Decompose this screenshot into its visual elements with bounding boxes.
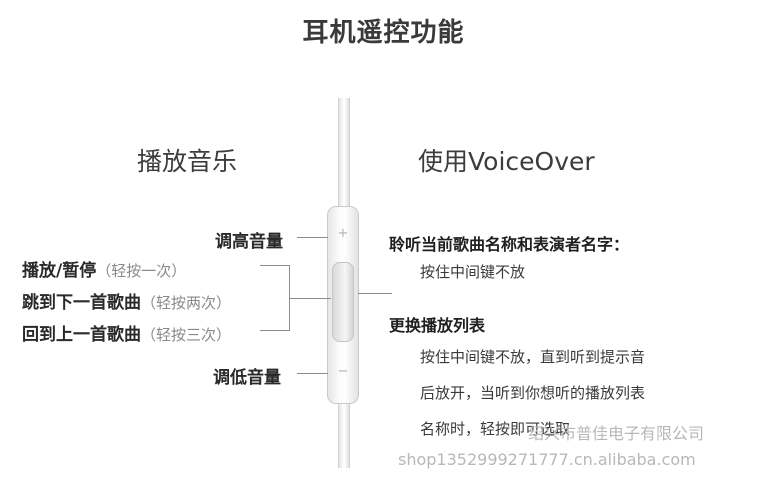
volume-down-leader-line	[297, 373, 328, 374]
bracket-top-line	[260, 265, 289, 266]
next-track-hint: （轻按两次）	[141, 294, 232, 312]
center-button-leader-line	[358, 293, 392, 294]
next-track-text: 跳到下一首歌曲	[22, 293, 141, 313]
voiceover-item1-desc: 按住中间键不放	[420, 263, 526, 281]
watermark-shop-url: shop1352999271777.cn.alibaba.com	[398, 450, 696, 469]
prev-track-label: 回到上一首歌曲（轻按三次）	[22, 320, 231, 345]
play-pause-hint: （轻按一次）	[96, 262, 187, 280]
bracket-connector-line	[289, 298, 331, 299]
watermark-company: 绍兴市普佳电子有限公司	[528, 424, 705, 443]
next-track-label: 跳到下一首歌曲（轻按两次）	[22, 288, 231, 313]
play-music-heading: 播放音乐	[137, 147, 238, 176]
volume-up-leader-line	[297, 237, 328, 238]
prev-track-hint: （轻按三次）	[141, 326, 232, 344]
plus-icon: +	[337, 226, 349, 241]
prev-track-text: 回到上一首歌曲	[22, 325, 141, 345]
remote-center-button	[332, 262, 354, 342]
volume-up-label: 调高音量	[215, 232, 283, 252]
minus-icon: −	[337, 364, 349, 379]
volume-down-label: 调低音量	[213, 368, 281, 388]
voiceover-item2-desc-line1: 按住中间键不放，直到听到提示音	[420, 348, 646, 366]
bracket-bottom-line	[260, 330, 289, 331]
voiceover-item1-title: 聆听当前歌曲名称和表演者名字：	[389, 235, 630, 254]
play-pause-text: 播放/暂停	[22, 261, 97, 281]
play-pause-label: 播放/暂停（轻按一次）	[22, 256, 186, 281]
voiceover-item2-desc-line3: 名称时，轻按即可选取	[420, 420, 571, 438]
voiceover-heading: 使用VoiceOver	[418, 147, 595, 176]
page-title: 耳机遥控功能	[302, 18, 465, 48]
voiceover-item2-desc-line2: 后放开，当听到你想听的播放列表	[420, 384, 646, 402]
voiceover-item2-title: 更换播放列表	[389, 316, 486, 335]
